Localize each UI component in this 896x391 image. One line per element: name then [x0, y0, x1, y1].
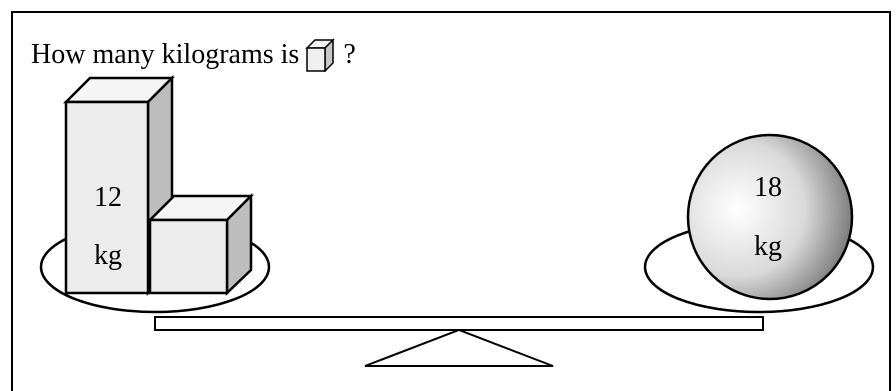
fulcrum-triangle	[365, 330, 553, 366]
tall-block-unit: kg	[94, 240, 122, 271]
balance-scale: 12 kg 18 kg	[0, 0, 896, 377]
ball-18kg	[688, 135, 852, 299]
ball-value: 18	[754, 172, 782, 203]
balance-beam	[155, 317, 763, 330]
ball-unit: kg	[754, 231, 782, 262]
tall-block-value: 12	[94, 182, 122, 213]
small-cube-unknown	[150, 196, 251, 293]
